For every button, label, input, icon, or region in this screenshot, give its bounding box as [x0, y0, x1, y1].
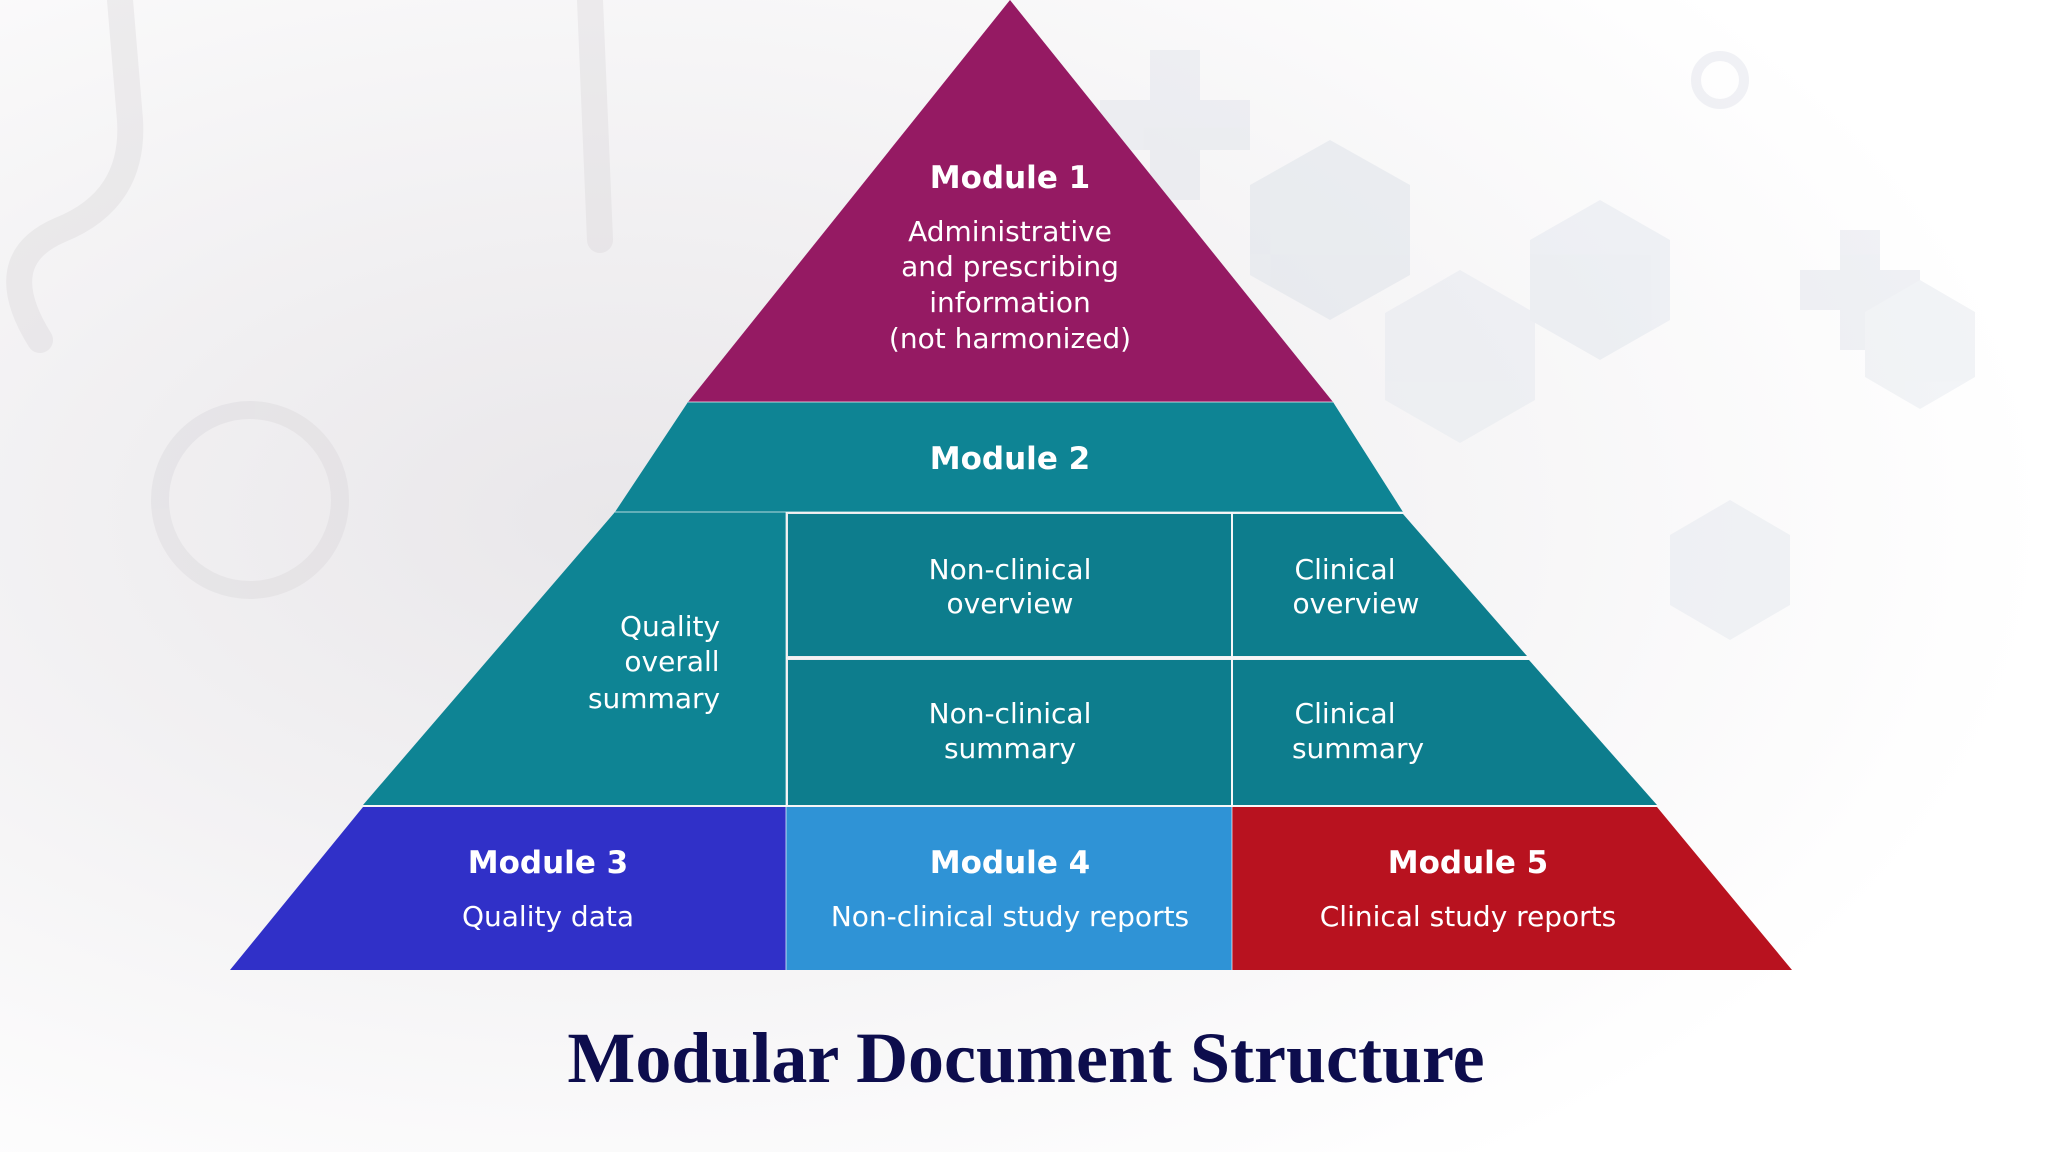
module-2-header-block: [615, 402, 1403, 512]
module-1-title: Module 1: [930, 160, 1090, 196]
nonclinical-summary-block: [788, 660, 1231, 805]
clinical-overview-block: [1233, 514, 1527, 656]
medical-cross-icon: [1100, 50, 1250, 200]
clinical-overview-line-1: Clinical: [1295, 553, 1396, 586]
quality-overall-summary-block: [363, 512, 786, 805]
module-3-section: Module 3 Quality data: [230, 807, 786, 970]
module-3-title: Module 3: [468, 845, 628, 881]
pill-icon: [1670, 500, 1790, 640]
quality-overall-summary-line-3: summary: [588, 682, 720, 715]
quality-overall-summary-line-1: Quality: [620, 610, 720, 643]
module-1-line-2: and prescribing: [901, 250, 1119, 283]
module-1-block: [688, 0, 1333, 402]
module-3-block: [230, 807, 786, 970]
clinical-summary-block: [1233, 660, 1657, 805]
module-1-line-3: information: [929, 286, 1091, 319]
module-5-block: [1232, 807, 1792, 970]
stethoscope-icon: [6, 0, 613, 599]
module-2-section: Module 2 Quality overall summary Non-cli…: [363, 402, 1657, 805]
module-4-title: Module 4: [930, 845, 1090, 881]
module-3-subtitle: Quality data: [462, 900, 634, 933]
module-4-subtitle: Non-clinical study reports: [831, 900, 1189, 933]
page-title: Modular Document Structure: [567, 1018, 1484, 1098]
nonclinical-overview-block: [788, 514, 1231, 656]
nonclinical-summary-line-2: summary: [944, 732, 1076, 765]
module-2-title: Module 2: [930, 441, 1090, 477]
nonclinical-summary-line-1: Non-clinical: [929, 697, 1092, 730]
block-separators: [363, 401, 1657, 970]
module-5-subtitle: Clinical study reports: [1320, 900, 1617, 933]
module-4-section: Module 4 Non-clinical study reports: [786, 807, 1232, 970]
module-5-title: Module 5: [1388, 845, 1548, 881]
medical-kit-icon: [1530, 200, 1670, 360]
clinical-summary-line-1: Clinical: [1295, 697, 1396, 730]
clinical-summary-line-2: summary: [1292, 732, 1424, 765]
module-1-section: Module 1 Administrative and prescribing …: [688, 0, 1333, 402]
quality-overall-summary-line-2: overall: [624, 645, 719, 678]
module-5-section: Module 5 Clinical study reports: [1232, 807, 1792, 970]
module-1-line-4: (not harmonized): [889, 322, 1131, 355]
doctor-icon: [1250, 140, 1410, 320]
nonclinical-overview-line-2: overview: [947, 587, 1074, 620]
clinical-overview-line-2: overview: [1293, 587, 1420, 620]
nonclinical-overview-line-1: Non-clinical: [929, 553, 1092, 586]
module-4-block: [786, 807, 1232, 970]
module-1-line-1: Administrative: [908, 215, 1112, 248]
